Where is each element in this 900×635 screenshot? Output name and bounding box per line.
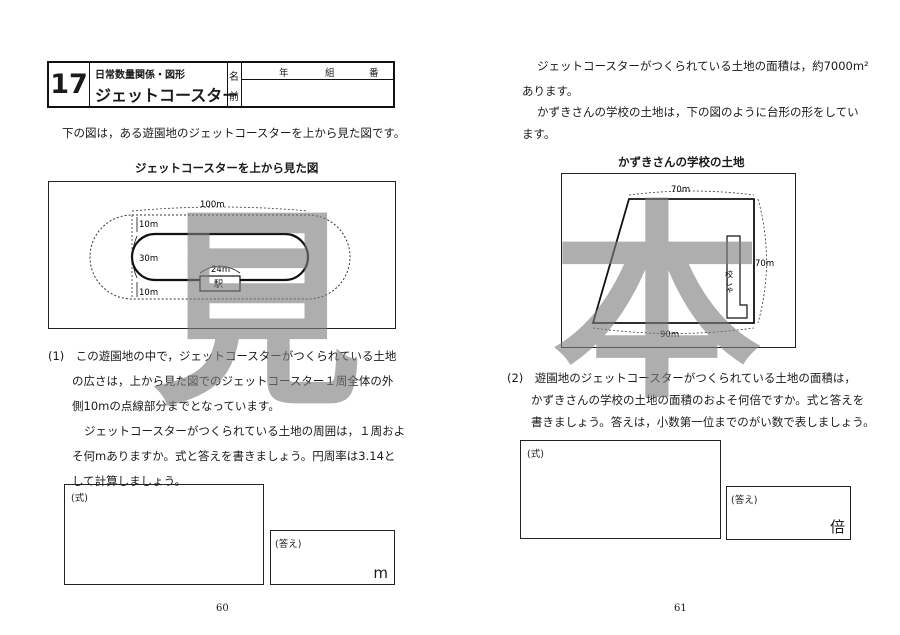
- q2-line-1: (2) 遊園地のジェットコースターがつくられている土地の面積は，: [507, 371, 856, 385]
- class-info-row: 年 組 番: [241, 63, 393, 80]
- watermark-left: 見: [152, 190, 363, 435]
- q1-formula-label: (式): [71, 493, 88, 504]
- class-label: 組: [325, 68, 335, 79]
- q1-answer-unit: m: [373, 564, 388, 582]
- name-label-column: 名 前: [227, 63, 242, 106]
- q2-formula-label: (式): [527, 449, 544, 460]
- q2-formula-box[interactable]: (式): [520, 440, 721, 539]
- label-bottom: 10m: [139, 288, 158, 298]
- label-mid: 30m: [139, 254, 158, 264]
- dim-total-100m: [131, 206, 309, 212]
- q1-line-2: の広さは，上から見た図でのジェットコースター１周全体の外: [72, 374, 394, 388]
- dim-station-24m: [199, 265, 241, 274]
- dim-mid-30m: [132, 235, 138, 279]
- label-station: 駅: [214, 279, 223, 290]
- school-building: [726, 235, 748, 319]
- label-school: 校しゃ: [725, 269, 734, 294]
- label-top: 10m: [139, 220, 158, 230]
- outer-dotted-boundary: [89, 214, 351, 300]
- right-intro-line-2: あります。: [522, 84, 579, 98]
- q1-line-4: ジェットコースターがつくられている土地の周囲は，１周およ: [84, 424, 406, 438]
- label-station-width: 24m: [211, 265, 230, 275]
- coaster-figure: 100m 10m 30m 10m 24m 駅: [48, 181, 396, 329]
- q1-formula-box[interactable]: (式): [64, 484, 264, 585]
- station-box: [199, 275, 241, 292]
- worksheet-category: 日常数量関係・図形: [95, 70, 185, 81]
- q2-answer-box[interactable]: (答え) 倍: [726, 486, 851, 540]
- q2-answer-unit: 倍: [829, 518, 845, 536]
- worksheet-header: 17 日常数量関係・図形 ジェットコースター 名 前 年 組 番: [47, 61, 395, 108]
- dim-bottom: [592, 327, 755, 334]
- left-page-number: 60: [216, 603, 229, 614]
- trapezoid-land: [591, 198, 755, 324]
- q1-line-1: (1) この遊園地の中で，ジェットコースターがつくられている土地: [48, 349, 397, 363]
- school-land-figure: 70m 70m 90m 校しゃ: [561, 173, 796, 348]
- name-field[interactable]: [241, 80, 393, 106]
- left-intro: 下の図は，ある遊園地のジェットコースターを上から見た図です。: [62, 126, 406, 140]
- name-label-top: 名: [229, 72, 239, 83]
- right-intro-line-3: かずきさんの学校の土地は，下の図のように台形の形をしてい: [537, 105, 859, 119]
- q1-line-3: 側10mの点線部分までとなっています。: [72, 399, 280, 413]
- right-figure-title: かずきさんの学校の土地: [618, 155, 745, 169]
- label-total: 100m: [200, 200, 225, 210]
- watermark-right: 本: [552, 182, 763, 427]
- q1-line-5: そ何mありますか。式と答えを書きましょう。円周率は3.14と: [72, 449, 396, 463]
- label-bottom: 90m: [660, 330, 679, 340]
- number-label: 番: [369, 68, 379, 79]
- grade-label: 年: [279, 68, 289, 79]
- right-page-number: 61: [674, 603, 687, 614]
- dim-top: [628, 190, 755, 196]
- label-top: 70m: [671, 185, 690, 195]
- q1-answer-label: (答え): [275, 539, 302, 550]
- worksheet-title: ジェットコースター: [95, 86, 239, 105]
- right-intro-line-1: ジェットコースターがつくられている土地の面積は，約7000m²: [537, 59, 869, 73]
- figure-frame: [48, 181, 396, 329]
- name-label-bottom: 前: [229, 92, 239, 103]
- left-figure-title: ジェットコースターを上から見た図: [135, 161, 319, 175]
- right-intro-line-4: ます。: [522, 127, 556, 141]
- q2-line-2: かずきさんの学校の土地の面積のおよそ何倍ですか。式と答えを: [531, 393, 865, 407]
- worksheet-number: 17: [49, 63, 90, 106]
- q2-line-3: 書きましょう。答えは，小数第一位までのがい数で表しましょう。: [531, 415, 875, 429]
- label-height: 70m: [755, 259, 774, 269]
- figure-frame: [561, 173, 796, 348]
- q2-answer-label: (答え): [731, 495, 758, 506]
- q1-answer-box[interactable]: (答え) m: [270, 530, 395, 585]
